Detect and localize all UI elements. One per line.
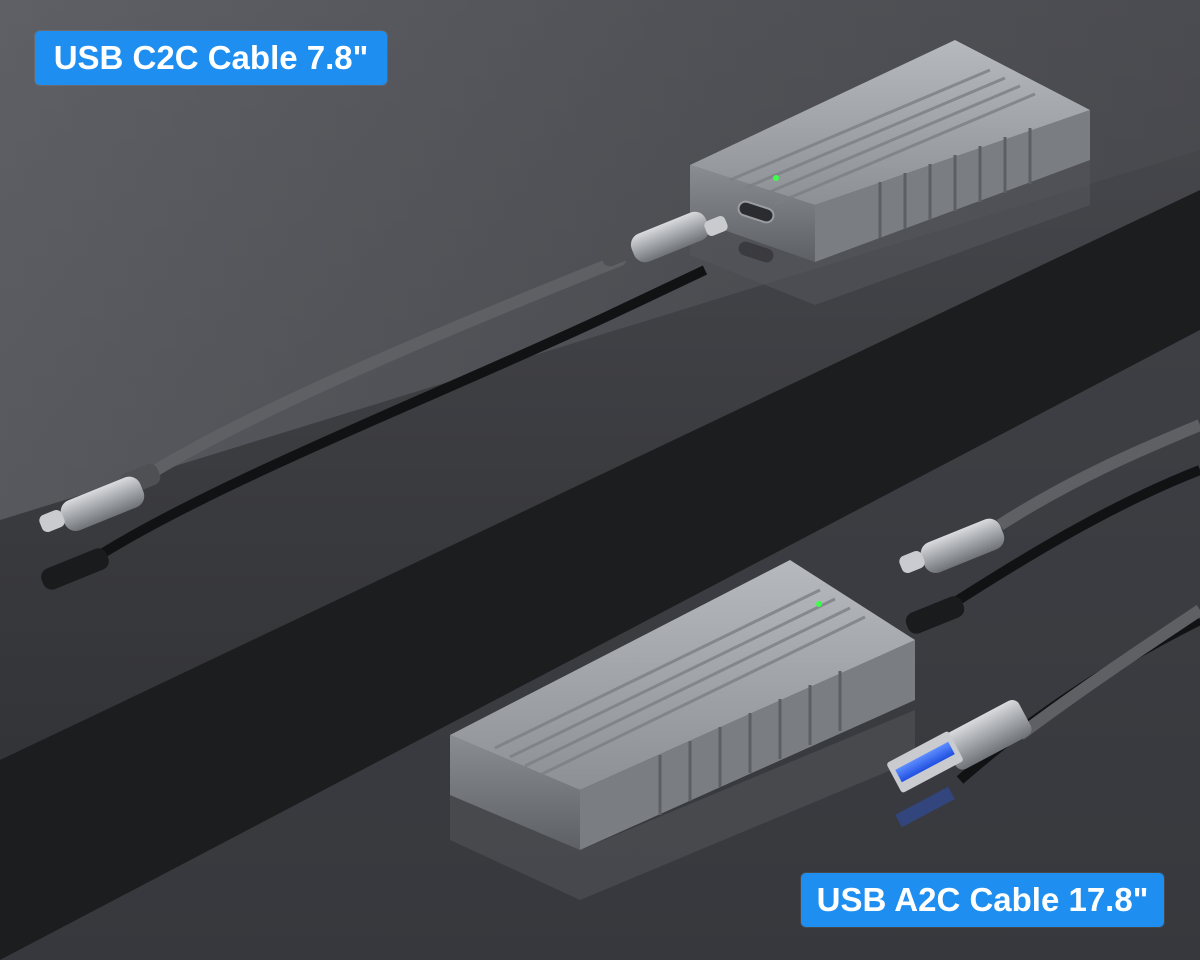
top-enclosure <box>690 40 1090 305</box>
top-callout-label: USB C2C Cable 7.8" <box>35 31 387 85</box>
bottom-enclosure <box>450 560 915 900</box>
a2c-cable <box>887 419 1200 828</box>
lower-surface <box>0 330 1200 960</box>
led-indicator <box>816 601 822 607</box>
led-indicator <box>773 175 779 181</box>
c2c-cable <box>39 211 728 590</box>
dark-diagonal-band <box>0 190 1200 960</box>
bottom-callout-label: USB A2C Cable 17.8" <box>801 873 1164 927</box>
